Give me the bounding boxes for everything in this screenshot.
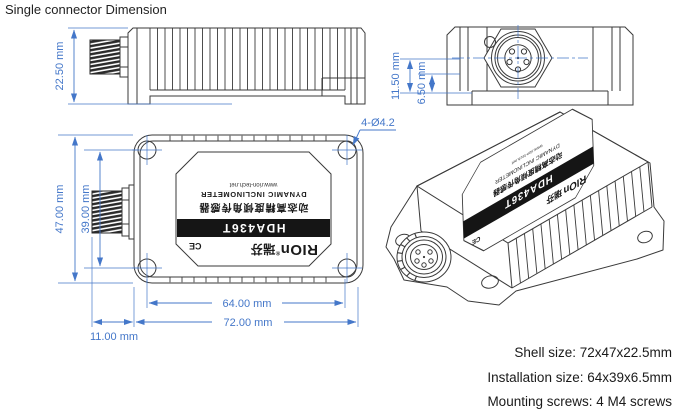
label-brand-row: RIOn®瑞芬 CE [177,241,330,265]
svg-text:CE: CE [471,234,480,246]
index-hole [484,36,496,48]
svg-text:64.00 mm: 64.00 mm [223,298,272,310]
dim-body-width: 72.00 mm [133,287,359,329]
svg-text:22.50 mm: 22.50 mm [54,42,66,91]
dim-hole-spacing-horizontal: 64.00 mm [146,279,346,310]
model-band: HDA436T [177,219,330,237]
svg-text:47.00 mm: 47.00 mm [54,185,66,234]
dim-connector-length: 11.00 mm [90,237,138,343]
end-view: 11.50 mm 6.50 mm [390,25,634,106]
connector-thread [91,190,123,234]
iso-product-label: RIOn 瑞芬 CE HDA436T 动态高精度倾角传感器 DYNAMIC IN… [461,108,595,252]
spec-shell-size: Shell size: 72x47x22.5mm [514,345,672,360]
dim-body-height: 47.00 mm [54,134,133,284]
spec-mounting-screws: Mounting screws: 4 M4 screws [487,394,672,409]
connector-pin [508,48,516,55]
svg-text:11.50 mm: 11.50 mm [390,52,402,100]
iso-flange-hole-front [481,275,499,289]
svg-text:4-Ø4.2: 4-Ø4.2 [361,117,395,129]
svg-text:6.50 mm: 6.50 mm [416,62,428,105]
dim-hole-spacing-vertical: 39.00 mm [80,149,139,269]
m12-connector-end [452,25,588,99]
iso-view: RIOn 瑞芬 CE HDA436T 动态高精度倾角传感器 DYNAMIC IN… [385,108,665,306]
connector-pin [506,58,513,66]
product-label-outline [175,151,332,267]
front-view: 47.00 mm 39.00 mm 64.00 mm [54,117,396,343]
connector-thread [89,39,121,75]
iso-connector [396,231,452,283]
side-connector [89,36,129,78]
hole-callout: 4-Ø4.2 [352,117,396,146]
rion-logo: RIOn®瑞芬 [250,241,318,258]
side-view: 22.50 mm [54,27,366,105]
cooling-fins [149,28,346,90]
ce-mark: CE [189,241,202,251]
product-name-en: DYNAMIC INCLINOMETER [200,190,307,199]
iso-cooling-fins [515,166,645,284]
product-name-cn: 动态高精度倾角传感器 [198,201,309,212]
svg-text:72.00 mm: 72.00 mm [224,317,273,329]
page-title: Single connector Dimension [5,2,167,17]
svg-text:39.00 mm: 39.00 mm [80,185,92,234]
svg-text:11.00 mm: 11.00 mm [90,331,138,343]
dim-flange-height: 11.50 mm 6.50 mm [390,52,472,104]
edge-serrations [169,135,327,283]
dim-side-height: 22.50 mm [54,27,232,105]
connector-pin [523,58,530,66]
iso-flange-hole-right [637,230,653,244]
front-connector [91,184,135,240]
spec-text-block: Shell size: 72x47x22.5mm Installation si… [487,341,672,415]
spec-installation-size: Installation size: 64x39x6.5mm [487,369,672,385]
iso-connector-threads [397,233,417,281]
product-label: RIOn®瑞芬 CE HDA436T 动态高精度倾角传感器 DYNAMIC IN… [177,153,330,265]
label-website: www.rion-tech.net [229,181,278,187]
connector-pin [520,48,528,55]
